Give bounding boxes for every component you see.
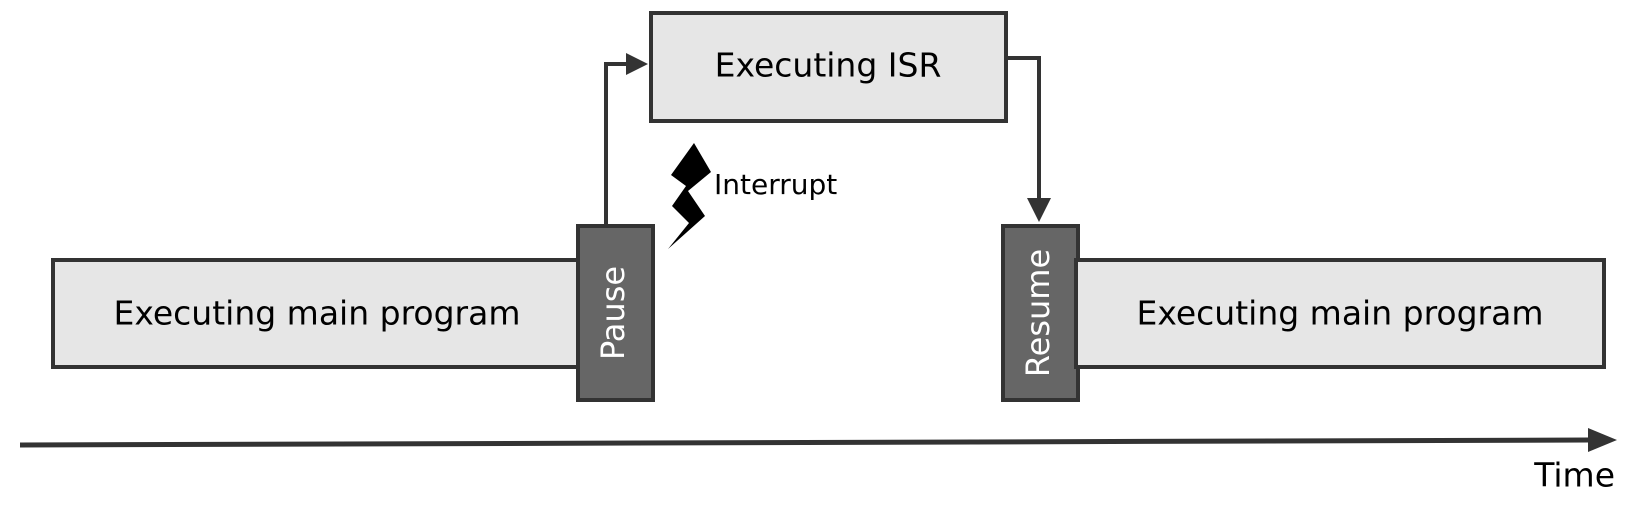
time-axis-label: Time — [1533, 456, 1615, 495]
main-program-right-label: Executing main program — [1137, 294, 1544, 333]
isr-label: Executing ISR — [715, 46, 942, 85]
pause-to-isr-connector — [604, 62, 626, 226]
interrupt-label: Interrupt — [714, 168, 837, 201]
time-axis-line — [19, 437, 1591, 448]
isr-to-resume-connector — [1006, 56, 1041, 200]
isr-block — [649, 11, 1008, 123]
time-axis-arrowhead — [1588, 428, 1617, 452]
isr-to-resume-arrowhead — [1027, 198, 1051, 222]
main-program-left-label: Executing main program — [114, 294, 521, 333]
lightning-bolt-icon — [668, 143, 711, 249]
main-program-left-block — [51, 258, 583, 369]
pause-label: Pause — [594, 266, 632, 360]
pause-block — [576, 224, 655, 402]
pause-to-isr-arrowhead — [626, 53, 648, 75]
main-program-right-block — [1074, 258, 1606, 369]
resume-label: Resume — [1019, 249, 1057, 377]
